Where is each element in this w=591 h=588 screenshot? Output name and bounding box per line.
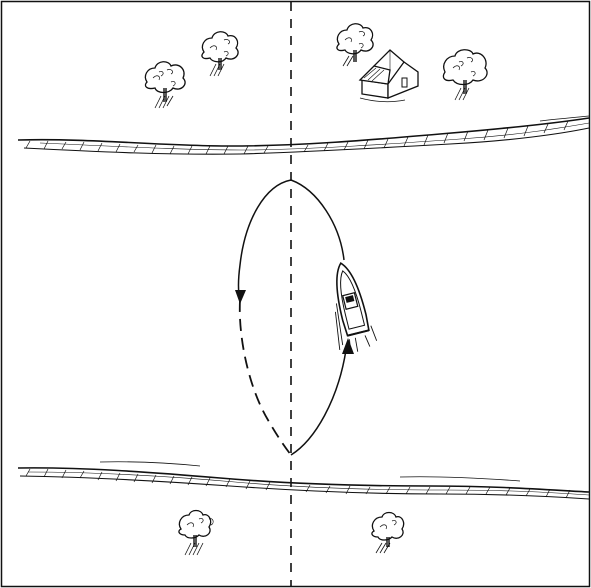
- north-river-bank: [17, 115, 590, 155]
- motorboat: [334, 262, 378, 352]
- tree-north-1: [144, 61, 186, 109]
- barn-building: [358, 49, 419, 103]
- tree-north-4: [442, 49, 488, 101]
- right-arrowhead: [342, 338, 354, 354]
- tree-south-1: [178, 509, 214, 556]
- south-river-bank: [17, 461, 590, 500]
- tree-north-3: [336, 23, 374, 67]
- left-arrowhead: [235, 290, 246, 304]
- tree-north-2: [201, 31, 239, 77]
- tree-south-2: [371, 511, 405, 554]
- turning-path: [235, 179, 354, 456]
